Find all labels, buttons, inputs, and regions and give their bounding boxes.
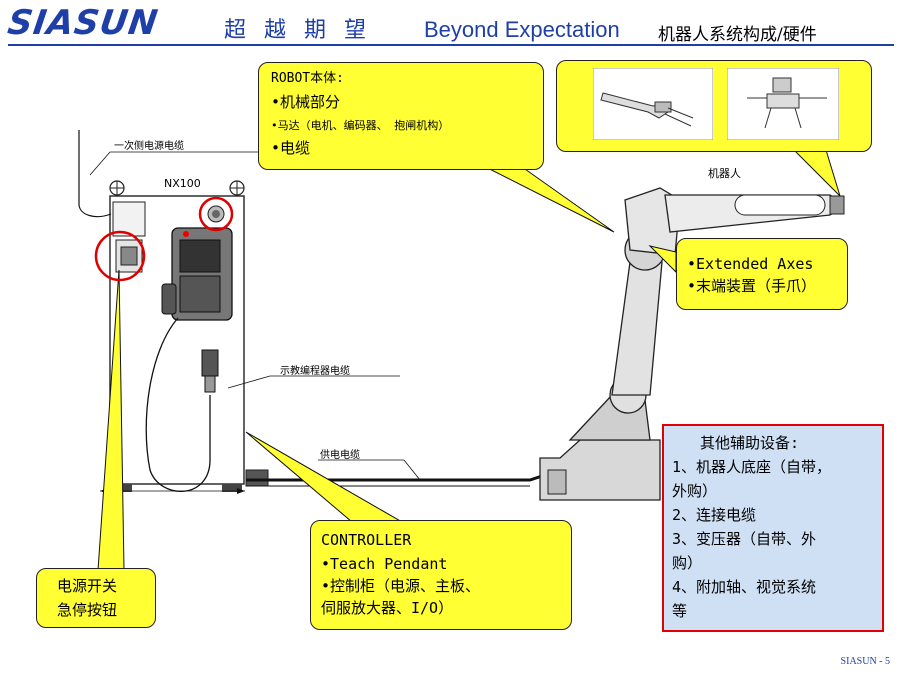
robot-body-title: ROBOT本体: bbox=[271, 71, 344, 86]
primary-power-cable-label: 一次侧电源电缆 bbox=[114, 141, 184, 152]
extended-axes-callout: •Extended Axes •末端装置（手爪） bbox=[676, 238, 848, 310]
power-switch-highlight bbox=[94, 230, 146, 282]
page-subtitle: 机器人系统构成/硬件 bbox=[658, 25, 817, 45]
auxiliary-item-2: 2、连接电缆 bbox=[672, 506, 757, 524]
power-switch-callout: 电源开关 急停按钮 bbox=[36, 568, 156, 628]
end-effector-text: •末端装置（手爪） bbox=[687, 277, 817, 295]
auxiliary-title: 其他辅助设备: bbox=[700, 434, 800, 452]
header-chinese-title: 超越期望 bbox=[224, 18, 385, 43]
gripper-photos-callout bbox=[556, 60, 872, 152]
robot-body-mechanical: •机械部分 bbox=[271, 93, 341, 111]
gripper-image-2 bbox=[727, 68, 839, 140]
gripper-image-1 bbox=[593, 68, 713, 140]
teach-cable-label: 示教编程器电缆 bbox=[280, 366, 350, 377]
robot-body-cable: •电缆 bbox=[271, 139, 311, 157]
supply-cable-label: 供电电缆 bbox=[320, 450, 360, 461]
estop-highlight bbox=[198, 196, 234, 232]
auxiliary-item-3-cont: 购） bbox=[672, 554, 703, 572]
auxiliary-item-4-cont: 等 bbox=[672, 602, 688, 620]
teach-pendant-text: •Teach Pendant bbox=[321, 555, 448, 573]
emergency-stop-text: 急停按钮 bbox=[57, 601, 118, 619]
controller-model-label: NX100 bbox=[164, 177, 201, 190]
control-cabinet-text: •控制柜（电源、主板、 bbox=[321, 577, 481, 595]
page-number: SIASUN - 5 bbox=[840, 656, 890, 667]
header-english-title: Beyond Expectation bbox=[424, 17, 620, 42]
auxiliary-item-1-cont: 外购） bbox=[672, 482, 718, 500]
header-divider bbox=[8, 44, 894, 46]
controller-callout: CONTROLLER •Teach Pendant •控制柜（电源、主板、 伺服… bbox=[310, 520, 572, 630]
robot-label: 机器人 bbox=[708, 167, 741, 180]
teach-pendant bbox=[145, 227, 233, 492]
power-switch-text: 电源开关 bbox=[57, 577, 118, 595]
controller-title: CONTROLLER bbox=[321, 531, 412, 549]
auxiliary-equipment-box: 其他辅助设备: 1、机器人底座（自带， 外购） 2、连接电缆 3、变压器（自带、… bbox=[662, 424, 884, 632]
extended-axes-text: •Extended Axes bbox=[687, 255, 814, 273]
robot-body-motor: •马达（电机、编码器、 抱闸机构） bbox=[271, 119, 450, 132]
robot-body-callout: ROBOT本体: •机械部分 •马达（电机、编码器、 抱闸机构） •电缆 bbox=[258, 62, 544, 170]
servo-io-text: 伺服放大器、I/O） bbox=[321, 599, 454, 617]
robot-arm-illustration bbox=[539, 187, 845, 501]
auxiliary-item-4: 4、附加轴、视觉系统 bbox=[672, 578, 817, 596]
auxiliary-item-3: 3、变压器（自带、外 bbox=[672, 530, 817, 548]
auxiliary-item-1: 1、机器人底座（自带， bbox=[672, 458, 832, 476]
